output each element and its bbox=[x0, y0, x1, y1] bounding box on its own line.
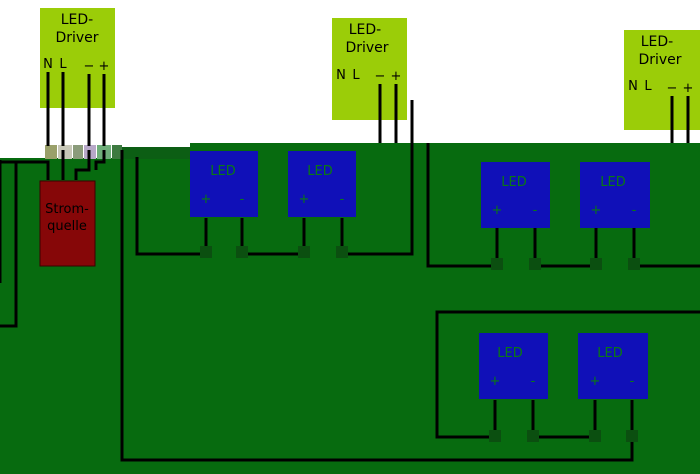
solder-pads bbox=[200, 246, 640, 442]
pin-l-label: L bbox=[644, 79, 652, 94]
led-module-6: LED + - bbox=[578, 333, 648, 399]
led-module-1: LED + - bbox=[190, 151, 258, 217]
driver-title-line2: Driver bbox=[55, 30, 98, 46]
led-label: LED bbox=[501, 175, 526, 190]
led-module-4: LED + - bbox=[580, 162, 650, 228]
led-module-5: LED + - bbox=[479, 333, 548, 399]
pin-plus-label: + bbox=[99, 59, 110, 74]
pin-minus-label: − bbox=[375, 69, 386, 84]
led-plus-label: + bbox=[492, 203, 503, 218]
driver-title-line1: LED- bbox=[641, 34, 673, 50]
led-minus-label: - bbox=[240, 192, 245, 207]
led-plus-label: + bbox=[590, 374, 601, 389]
led-plus-label: + bbox=[490, 374, 501, 389]
power-source-label-line2: quelle bbox=[47, 219, 87, 234]
pin-l-label: L bbox=[59, 57, 67, 72]
pin-minus-label: − bbox=[667, 81, 678, 96]
led-minus-label: - bbox=[632, 203, 637, 218]
board-background-right bbox=[190, 143, 700, 163]
led-label: LED bbox=[210, 164, 235, 179]
pin-n-label: N bbox=[43, 57, 53, 72]
driver-wire-stubs bbox=[46, 72, 690, 130]
pin-n-label: N bbox=[336, 68, 346, 83]
led-plus-label: + bbox=[201, 192, 212, 207]
pin-l-label: L bbox=[352, 68, 360, 83]
driver-title-line2: Driver bbox=[345, 40, 388, 56]
pin-minus-label: − bbox=[84, 59, 95, 74]
led-minus-label: - bbox=[533, 203, 538, 218]
led-label: LED bbox=[597, 346, 622, 361]
led-label: LED bbox=[600, 175, 625, 190]
pin-plus-label: + bbox=[683, 81, 694, 96]
driver-title-line2: Driver bbox=[638, 52, 681, 68]
power-source: Strom- quelle bbox=[39, 180, 96, 267]
led-label: LED bbox=[307, 164, 332, 179]
terminal-strip bbox=[45, 145, 190, 159]
led-plus-label: + bbox=[299, 192, 310, 207]
driver-title-line1: LED- bbox=[349, 22, 381, 38]
driver-title-line1: LED- bbox=[61, 12, 93, 28]
pin-plus-label: + bbox=[391, 69, 402, 84]
led-label: LED bbox=[497, 346, 522, 361]
led-plus-label: + bbox=[591, 203, 602, 218]
led-module-2: LED + - bbox=[288, 151, 356, 217]
led-minus-label: - bbox=[630, 374, 635, 389]
led-minus-label: - bbox=[531, 374, 536, 389]
led-module-3: LED + - bbox=[481, 162, 550, 228]
power-source-label-line1: Strom- bbox=[45, 202, 89, 217]
pin-n-label: N bbox=[628, 79, 638, 94]
led-minus-label: - bbox=[340, 192, 345, 207]
